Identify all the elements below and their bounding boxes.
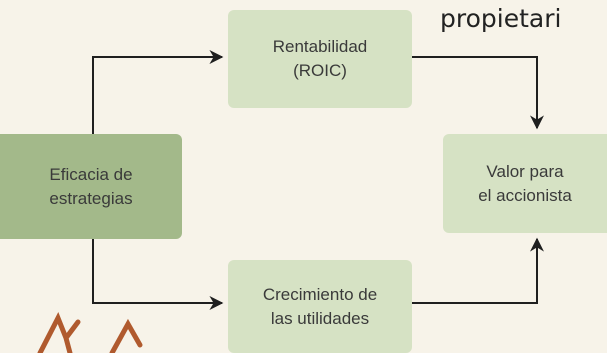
- node-label: Rentabilidad (ROIC): [272, 37, 368, 80]
- caption-text: propietari: [440, 4, 562, 33]
- node-eficacia-estrategias: Eficacia de estrategias: [0, 134, 182, 239]
- node-label: Crecimiento de las utilidades: [262, 284, 378, 328]
- decorative-brush-stroke: [37, 311, 81, 353]
- node-label: Valor para el accionista: [478, 161, 572, 205]
- node-rentabilidad-roic: Rentabilidad (ROIC): [228, 10, 412, 108]
- arrow-growth-to-value: [412, 237, 544, 304]
- node-valor-accionista: Valor para el accionista: [443, 134, 607, 233]
- decorative-brush-stroke-2: [109, 318, 143, 353]
- arrow-efficacy-to-roic: [92, 50, 224, 134]
- arrow-roic-to-value: [412, 56, 544, 130]
- node-label: Eficacia de estrategias: [49, 164, 133, 208]
- node-crecimiento-utilidades: Crecimiento de las utilidades: [228, 260, 412, 353]
- arrow-efficacy-to-growth: [92, 239, 224, 310]
